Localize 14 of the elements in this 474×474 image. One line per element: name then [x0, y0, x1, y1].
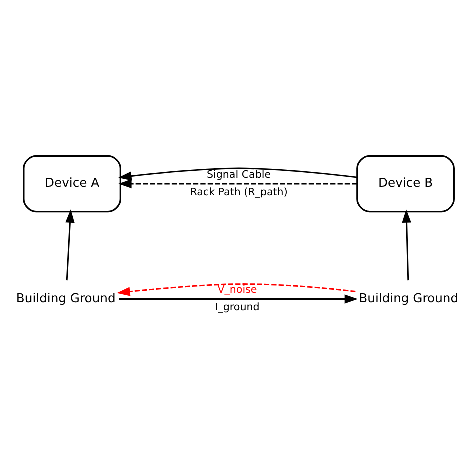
arrow — [118, 294, 358, 304]
arrow — [402, 210, 411, 281]
node-text: Building Ground — [16, 291, 116, 306]
edge-label: Rack Path (R_path) — [190, 186, 288, 198]
edge-label: Signal Cable — [206, 168, 271, 181]
node-text: Building Ground — [358, 291, 458, 306]
edge-label: V_noise — [217, 284, 257, 296]
arrow — [118, 179, 357, 189]
edge-label: I_ground — [214, 302, 260, 314]
arrow — [65, 210, 74, 281]
node-box: Device A — [22, 155, 121, 213]
node-box: Device B — [356, 155, 454, 213]
arrow — [116, 284, 356, 296]
arrow — [118, 168, 357, 181]
